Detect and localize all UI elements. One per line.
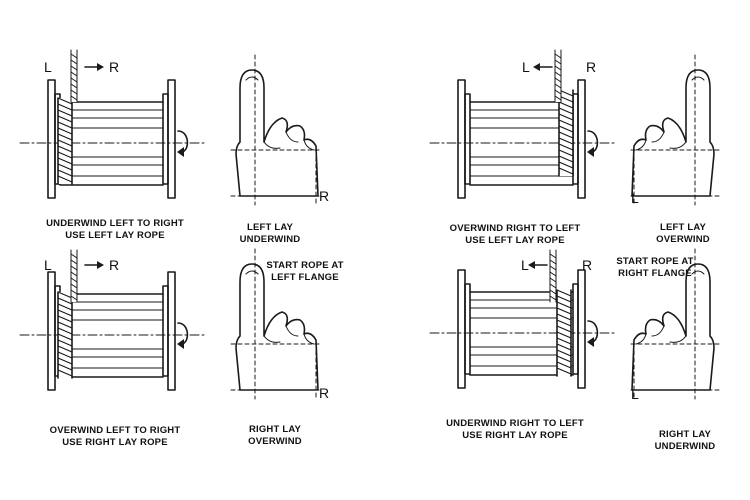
- hand-caption-line-1: LEFT LAY: [247, 222, 294, 233]
- rope-lead: [70, 49, 78, 103]
- label-l: L: [522, 59, 530, 75]
- hand-caption-line-2: UNDERWIND: [240, 234, 301, 245]
- caption-line-1: OVERWIND LEFT TO RIGHT: [50, 425, 181, 436]
- label-r: R: [109, 59, 119, 75]
- rope-coil: [57, 97, 73, 185]
- note-line-1: START ROPE AT: [266, 260, 343, 271]
- caption-line-1: OVERWIND RIGHT TO LEFT: [450, 223, 581, 234]
- drum-diagram: [429, 269, 616, 389]
- panel-underwind-right-to-left: L R L UNDERWIND RIGHT TO LEFT USE RIGHT …: [429, 248, 720, 452]
- hand-caption-line-1: RIGHT LAY: [249, 424, 302, 435]
- hand-label: L: [631, 386, 639, 402]
- rope-coil: [558, 89, 574, 177]
- drum-diagram: [429, 79, 616, 199]
- label-l: L: [521, 257, 529, 273]
- caption-line-2: USE RIGHT LAY ROPE: [462, 430, 567, 441]
- rope-lead: [70, 249, 78, 303]
- caption-line-2: USE LEFT LAY ROPE: [65, 230, 164, 241]
- hand-caption-line-2: OVERWIND: [248, 436, 302, 447]
- panel-underwind-left-to-right: L R R UNDERWIND LEFT TO RIGHT USE LEFT L…: [19, 49, 329, 245]
- caption-line-2: USE RIGHT LAY ROPE: [62, 437, 167, 448]
- hand-caption-line-2: UNDERWIND: [655, 441, 716, 452]
- hand-label: R: [319, 385, 329, 401]
- caption-line-1: UNDERWIND LEFT TO RIGHT: [46, 218, 184, 229]
- hand-caption-line-2: OVERWIND: [656, 234, 710, 245]
- rope-coil: [57, 291, 73, 379]
- rope-lead: [549, 249, 557, 303]
- hand-caption-line-1: RIGHT LAY: [659, 429, 712, 440]
- note-line-2: LEFT FLANGE: [271, 272, 339, 283]
- drum-diagram: [19, 271, 206, 391]
- panel-overwind-right-to-left: L R L OVERWIND RIGHT TO LEFT USE LEFT LA…: [429, 49, 720, 246]
- label-r: R: [109, 257, 119, 273]
- panel-overwind-left-to-right: L R R OVERWIND LEFT TO RIGHT USE RIGHT L…: [19, 248, 343, 448]
- left-hand-icon: [230, 54, 321, 206]
- note-line-1: START ROPE AT: [616, 256, 693, 267]
- left-hand-icon: [629, 54, 720, 206]
- hand-label: L: [631, 190, 639, 206]
- hand-label: R: [319, 188, 329, 204]
- drum-diagram: [19, 79, 206, 199]
- hand-caption-line-1: LEFT LAY: [660, 222, 707, 233]
- label-r: R: [586, 59, 596, 75]
- note-line-2: RIGHT FLANGE: [618, 268, 692, 279]
- label-l: L: [44, 257, 52, 273]
- rope-coil: [556, 289, 572, 377]
- rope-lead: [554, 49, 562, 103]
- caption-line-1: UNDERWIND RIGHT TO LEFT: [446, 418, 584, 429]
- label-l: L: [44, 59, 52, 75]
- label-r: R: [582, 257, 592, 273]
- caption-line-2: USE LEFT LAY ROPE: [465, 235, 564, 246]
